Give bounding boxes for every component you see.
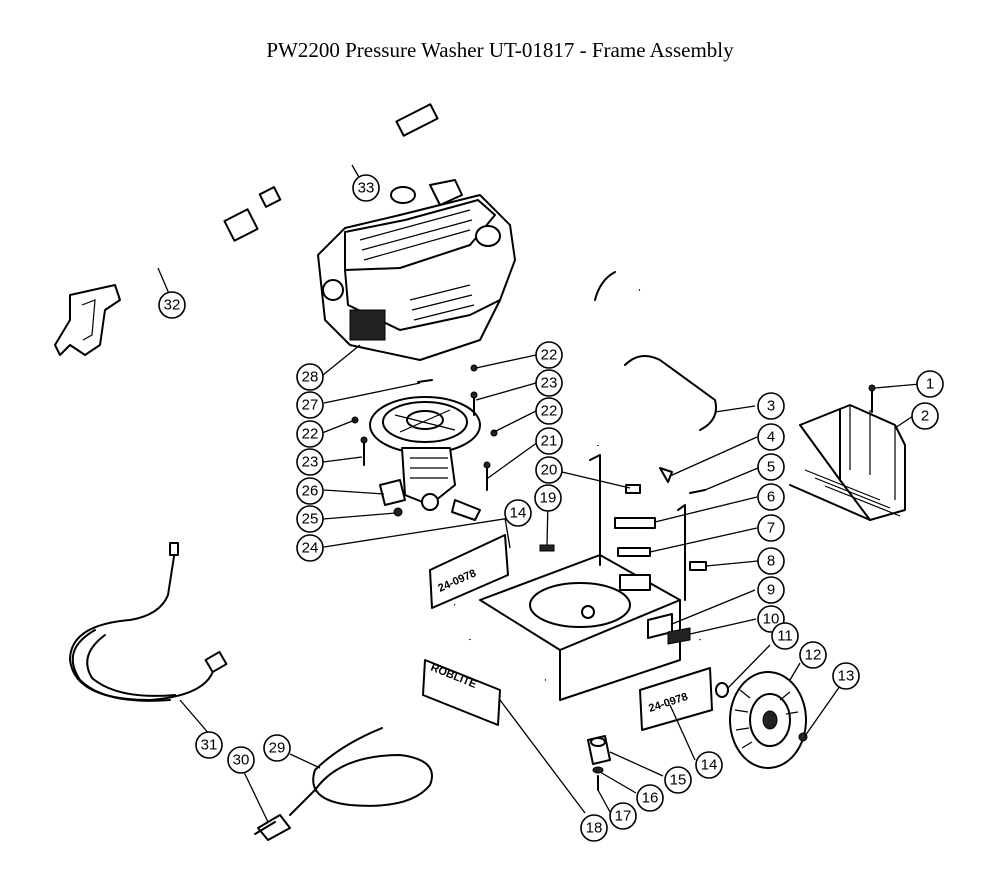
callout-22-top: 22	[535, 341, 563, 369]
spray-gun	[54, 208, 259, 356]
callout-9: 9	[757, 576, 785, 604]
callout-14-upper: 14	[504, 499, 532, 527]
page-title: PW2200 Pressure Washer UT-01817 - Frame …	[266, 38, 734, 62]
svg-text:23: 23	[541, 375, 558, 392]
svg-text:28: 28	[302, 369, 319, 386]
callout-26: 26	[296, 477, 324, 505]
svg-text:29: 29	[269, 740, 286, 757]
callout-23-left: 23	[296, 448, 324, 476]
svg-text:15: 15	[670, 772, 687, 789]
callout-13: 13	[832, 662, 860, 690]
svg-text:6: 6	[767, 489, 775, 506]
callout-31: 31	[195, 731, 223, 759]
pump-assembly	[369, 396, 481, 521]
svg-text:14: 14	[510, 505, 527, 522]
callout-16: 16	[636, 784, 664, 812]
svg-text:3: 3	[767, 398, 775, 415]
spray-wand-extension	[258, 103, 439, 208]
svg-text:22: 22	[302, 426, 319, 443]
callout-19: 19	[534, 484, 562, 512]
callout-22-right: 22	[535, 397, 563, 425]
svg-text:24: 24	[302, 540, 319, 557]
wheel-assembly	[715, 671, 808, 769]
svg-text:12: 12	[805, 647, 822, 664]
callout-1: 1	[916, 370, 944, 398]
svg-text:33: 33	[358, 180, 375, 197]
svg-text:2: 2	[921, 408, 929, 425]
svg-text:22: 22	[541, 347, 558, 364]
engine	[317, 179, 516, 361]
svg-text:23: 23	[302, 454, 319, 471]
svg-text:22: 22	[541, 403, 558, 420]
small-brackets	[539, 454, 707, 645]
leader-lines	[157, 164, 921, 823]
callout-3: 3	[757, 392, 785, 420]
callout-2: 2	[911, 402, 939, 430]
rubber-foot	[587, 735, 611, 791]
callout-28: 28	[296, 363, 324, 391]
svg-text:10: 10	[763, 611, 780, 628]
svg-text:25: 25	[302, 511, 319, 528]
svg-text:17: 17	[615, 808, 632, 825]
callout-22-left: 22	[296, 420, 324, 448]
callout-30: 30	[227, 746, 255, 774]
callout-27: 27	[296, 391, 324, 419]
callout-11: 11	[771, 622, 799, 650]
svg-text:13: 13	[838, 668, 855, 685]
svg-text:11: 11	[777, 628, 793, 645]
svg-text:1: 1	[926, 376, 934, 393]
svg-text:32: 32	[164, 297, 181, 314]
callout-18: 18	[580, 814, 608, 842]
high-pressure-hose	[69, 542, 228, 702]
svg-text:9: 9	[767, 582, 775, 599]
svg-text:30: 30	[233, 752, 250, 769]
callout-24: 24	[296, 534, 324, 562]
callouts: 1 2 3 4 5 6 7 8 9 10 11 12 13 14 14 15 1…	[158, 174, 944, 842]
svg-text:4: 4	[767, 429, 775, 446]
callout-17: 17	[609, 802, 637, 830]
svg-text:19: 19	[540, 490, 557, 507]
callout-33: 33	[352, 174, 380, 202]
callout-8: 8	[757, 547, 785, 575]
callout-32: 32	[158, 291, 186, 319]
callout-23-right: 23	[535, 369, 563, 397]
bolts-and-washers	[351, 364, 498, 491]
callout-29: 29	[263, 734, 291, 762]
callout-6: 6	[757, 483, 785, 511]
callout-12: 12	[799, 641, 827, 669]
callout-4: 4	[757, 423, 785, 451]
svg-text:27: 27	[302, 397, 319, 414]
callout-15: 15	[664, 766, 692, 794]
callout-25: 25	[296, 505, 324, 533]
callout-21: 21	[535, 427, 563, 455]
callout-7: 7	[757, 514, 785, 542]
svg-text:7: 7	[767, 520, 775, 537]
svg-text:21: 21	[541, 433, 558, 450]
svg-text:31: 31	[201, 737, 218, 754]
callout-14-lower: 14	[695, 751, 723, 779]
svg-text:8: 8	[767, 553, 775, 570]
svg-text:20: 20	[541, 462, 558, 479]
svg-text:14: 14	[701, 757, 718, 774]
accessory-basket	[789, 384, 906, 521]
cart-frame	[453, 265, 717, 718]
callout-5: 5	[757, 453, 785, 481]
svg-text:16: 16	[642, 790, 659, 807]
callout-20: 20	[535, 456, 563, 484]
svg-text:5: 5	[767, 459, 775, 476]
svg-text:18: 18	[586, 820, 603, 837]
svg-text:26: 26	[302, 483, 319, 500]
